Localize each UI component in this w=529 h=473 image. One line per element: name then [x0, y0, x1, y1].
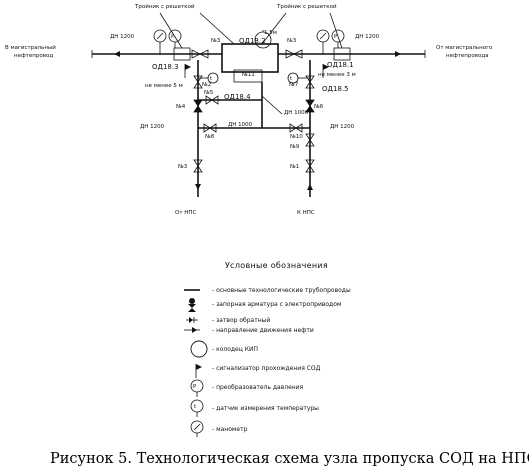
label-od182: ОД18.2	[239, 37, 266, 45]
label-min-3m: не менее 3 м	[318, 72, 356, 78]
svg-text:Р: Р	[334, 34, 338, 40]
pressure-transducer-top-right: Р	[331, 29, 345, 48]
label-valve-n4: №4	[176, 104, 186, 110]
valve-n8	[203, 123, 217, 133]
label-valve-n2: №2	[202, 82, 211, 88]
label-valve-n1: №1	[290, 164, 299, 170]
manometer-top-right	[316, 29, 330, 54]
valve-n2-left	[193, 75, 203, 89]
label-od184: ОД18.4	[224, 93, 251, 101]
label-from-main-pipeline-2: нефтепровода	[446, 53, 489, 59]
legend-item-temperature-sensor: - датчик измерения температуры	[212, 405, 319, 412]
legend-item-sod-signaler: - сигнализатор прохождения СОД	[212, 365, 321, 372]
svg-text:t: t	[194, 404, 197, 410]
diagonal-link	[261, 95, 283, 115]
legend-item-valve-electric: - запорная арматура с электроприводом	[212, 301, 341, 308]
valve-n1-right	[305, 159, 315, 173]
label-dn1200-top-left: ДН 1200	[110, 34, 135, 40]
sod-signaler-right	[322, 64, 329, 78]
label-valve-n9: №9	[290, 144, 300, 150]
legend-temperature-sensor-icon: t	[190, 399, 204, 417]
label-valve-n3-left: №3	[211, 38, 221, 44]
legend-item-check-valve: - затвор обратный	[212, 317, 270, 324]
label-to-main-pipeline-2: нефтепровод	[14, 53, 53, 59]
label-dn1000-center-2: ДН 1000	[284, 110, 309, 116]
svg-text:t: t	[210, 76, 213, 82]
valve-n3-lower-left	[193, 159, 203, 173]
flow-arrow-main-left	[114, 51, 120, 57]
temperature-sensor-left: t	[198, 72, 219, 84]
label-valve-n7: №7	[289, 82, 299, 88]
label-dn1200-mid-right: ДН 1200	[330, 124, 355, 130]
valve-n3-left	[191, 49, 209, 59]
legend-title: Условные обозначения	[225, 261, 328, 270]
legend-pressure-transducer-icon: Р	[190, 379, 204, 397]
legend-check-valve-icon	[186, 317, 198, 323]
label-valve-n8: №8	[205, 134, 215, 140]
svg-text:t: t	[290, 76, 293, 82]
label-valve-n3-lower: №3	[178, 164, 188, 170]
label-valve-n3-right: №3	[287, 38, 297, 44]
flow-arrow-left	[195, 184, 201, 190]
legend-item-main-pipe: - основные технологические трубопроводы	[212, 287, 351, 294]
valve-n3-right	[285, 49, 303, 59]
legend-manometer-icon	[190, 420, 204, 437]
label-to-nps: К НПС	[297, 210, 315, 216]
sod-signaler-left	[184, 64, 191, 78]
label-from-nps: От НПС	[175, 210, 197, 216]
legend-flow-direction-icon	[184, 327, 200, 333]
svg-text:Р: Р	[193, 384, 197, 390]
label-od181: ОД18.1	[327, 61, 354, 69]
label-min-5m: не менее 5 м	[145, 83, 183, 89]
pressure-transducer-top-left: Р	[168, 29, 182, 48]
label-od183: ОД18.3	[152, 63, 179, 71]
flow-arrow-main-right	[395, 51, 401, 57]
valve-n6	[305, 99, 315, 113]
label-to-main-pipeline: В магистральный	[5, 44, 56, 51]
label-tee-left: Тройник с решеткой	[134, 3, 195, 10]
valve-n10	[289, 123, 303, 133]
chamber-base	[233, 69, 263, 83]
label-tee-right: Тройник с решеткой	[276, 3, 337, 10]
label-dn1200-mid-left: ДН 1200	[140, 124, 165, 130]
legend-kip-well-icon	[190, 340, 208, 358]
valve-n5	[205, 95, 219, 105]
label-valve-n5: №5	[204, 90, 214, 96]
label-valve-n11-center: №11	[242, 72, 255, 78]
legend-sod-signaler-icon	[195, 364, 202, 378]
valve-n9	[305, 133, 315, 147]
valve-n7	[305, 75, 315, 89]
label-dn1200-top-right: ДН 1200	[355, 34, 380, 40]
legend-item-pressure-transducer: - преобразователь давления	[212, 384, 304, 391]
flow-arrow-right	[307, 184, 313, 190]
label-from-main-pipeline: От магистрального	[436, 45, 493, 51]
svg-text:Р: Р	[171, 34, 175, 40]
figure-caption: Рисунок 5. Технологическая схема узла пр…	[50, 451, 529, 467]
label-valve-n10: №10	[290, 134, 303, 140]
legend-item-manometer: - манометр	[212, 426, 248, 433]
valve-n4-left	[193, 99, 203, 113]
label-valve-n6: №6	[314, 104, 324, 110]
label-dn1000-center: ДН 1000	[228, 122, 253, 128]
label-1-5m: 1,5м	[264, 30, 277, 36]
label-od185: ОД18.5	[322, 85, 349, 93]
legend-valve-electric-icon	[188, 298, 196, 312]
legend-item-flow-direction: - направление движения нефти	[212, 327, 314, 334]
legend-item-kip-well: - колодец КИП	[212, 346, 258, 353]
temperature-sensor-right: t	[287, 72, 310, 84]
central-chamber	[221, 43, 279, 73]
manometer-top-left	[153, 29, 167, 54]
